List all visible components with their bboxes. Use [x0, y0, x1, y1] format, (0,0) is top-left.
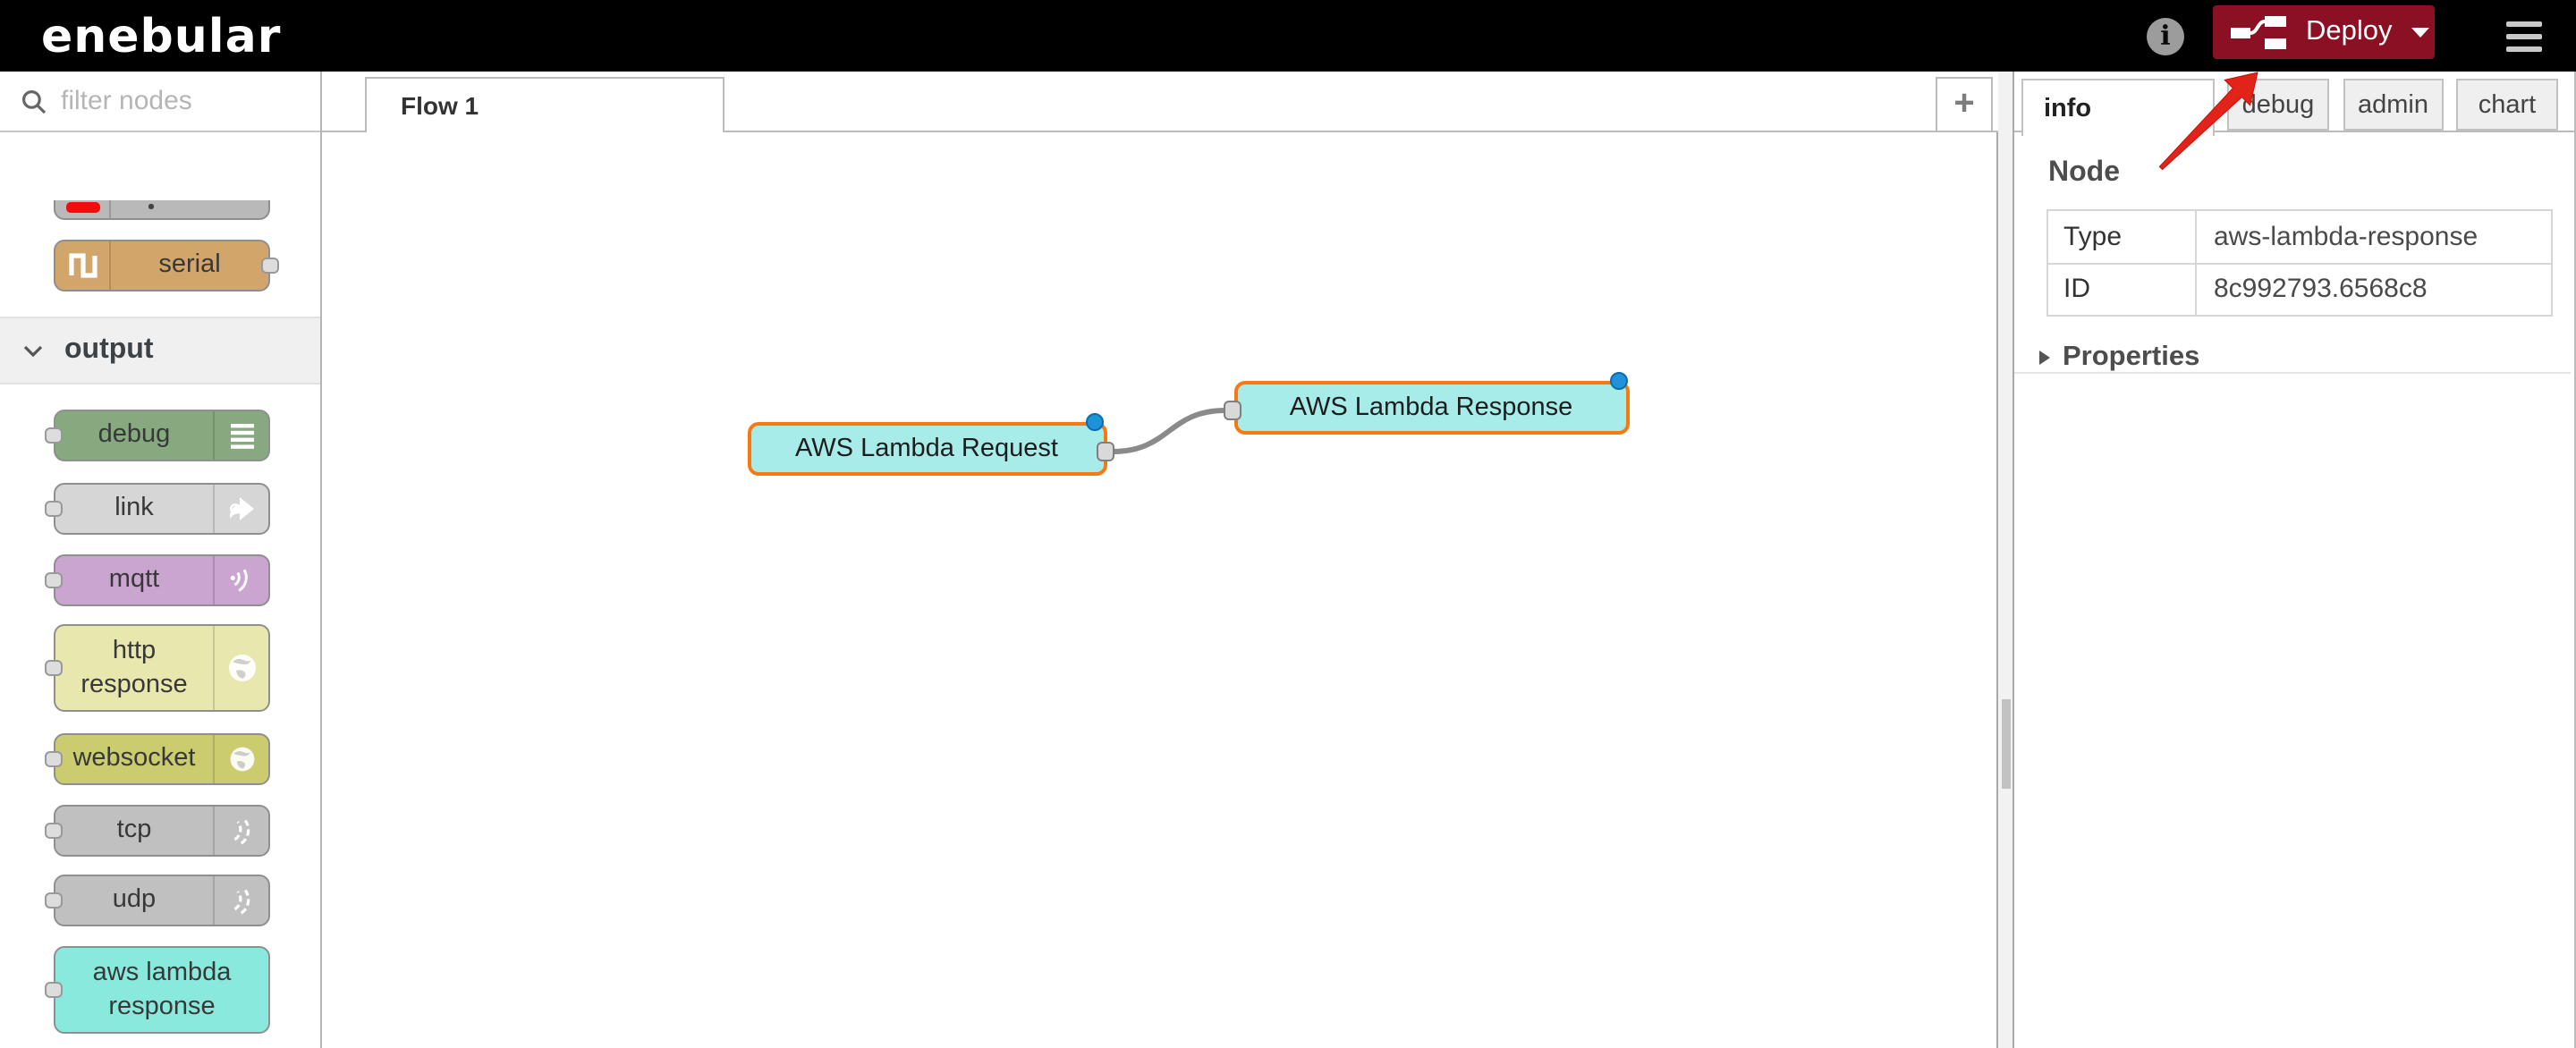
add-flow-button[interactable]: +: [1936, 77, 1993, 132]
node-label: http response: [80, 637, 188, 698]
info-sidebar: info debug admin chart Node Type aws-lam…: [2014, 72, 2576, 1048]
antenna-icon: [213, 556, 268, 604]
node-port-left[interactable]: [45, 981, 63, 997]
palette-search: [0, 72, 320, 132]
palette-node-link[interactable]: link: [45, 483, 270, 535]
signal-icon: [213, 876, 268, 925]
category-label: output: [64, 334, 154, 365]
node-label: tcp: [116, 816, 152, 845]
signal-icon: [213, 807, 268, 855]
node-label: aws lambda response: [92, 959, 232, 1020]
table-row: ID 8c992793.6568c8: [2047, 264, 2550, 317]
node-label: serial: [158, 250, 221, 280]
properties-toggle[interactable]: Properties: [2014, 342, 2571, 374]
node-port-left[interactable]: [45, 750, 63, 766]
output-port[interactable]: [1096, 442, 1114, 461]
scrollbar-thumb[interactable]: [2002, 699, 2010, 789]
flow-tab-bar: Flow 1 +: [322, 72, 1998, 132]
node-section-title: Node: [2048, 157, 2120, 188]
row-label: ID: [2047, 264, 2196, 315]
deploy-button[interactable]: Deploy: [2213, 5, 2435, 59]
palette-node-http-response[interactable]: http response: [45, 624, 270, 712]
tab-info[interactable]: info: [2021, 79, 2215, 136]
flow-tab-label: Flow 1: [401, 91, 479, 120]
panel-splitter[interactable]: [1996, 72, 2014, 1048]
app-header: enebular i Deploy: [0, 0, 2576, 72]
triangle-right-icon: [2039, 351, 2050, 365]
palette-node-debug[interactable]: debug: [45, 410, 270, 461]
deploy-label: Deploy: [2306, 16, 2393, 46]
node-port-left[interactable]: [45, 500, 63, 516]
sidebar-tab-bar: info debug admin chart: [2014, 72, 2576, 136]
palette-node-aws-lambda-response[interactable]: aws lambda response: [45, 946, 270, 1034]
palette-node-tcp[interactable]: tcp: [45, 805, 270, 857]
node-label: link: [114, 494, 154, 523]
node-port-left[interactable]: [45, 892, 63, 908]
node-label: websocket: [72, 744, 196, 773]
changed-marker: [1086, 413, 1104, 431]
input-port[interactable]: [1224, 401, 1241, 420]
enebular-logo: enebular: [41, 11, 282, 64]
node-label: AWS Lambda Response: [1289, 393, 1573, 422]
node-label: debug: [97, 420, 171, 450]
square-wave-icon: [55, 241, 111, 290]
search-icon: [21, 89, 47, 114]
node-port-left[interactable]: [45, 427, 63, 443]
palette-node-websocket[interactable]: websocket: [45, 733, 270, 785]
table-row: Type aws-lambda-response: [2047, 211, 2550, 264]
menu-icon[interactable]: [2506, 21, 2542, 52]
canvas-node-aws-lambda-response[interactable]: AWS Lambda Response: [1233, 381, 1629, 435]
list-icon: [213, 411, 268, 460]
node-port-right[interactable]: [261, 257, 279, 273]
globe-icon: [213, 735, 268, 783]
node-port-left[interactable]: [45, 822, 63, 838]
row-value: 8c992793.6568c8: [2214, 274, 2428, 305]
flow-canvas[interactable]: [322, 132, 1998, 1048]
node-palette: serial output debug link: [0, 72, 322, 1048]
node-label: AWS Lambda Request: [795, 435, 1058, 463]
info-circle-icon[interactable]: i: [2147, 18, 2184, 55]
canvas-node-aws-lambda-request[interactable]: AWS Lambda Request: [747, 422, 1106, 476]
globe-icon: [213, 626, 268, 710]
palette-node-udp[interactable]: udp: [45, 875, 270, 926]
tab-debug[interactable]: debug: [2227, 79, 2329, 131]
palette-node-serial[interactable]: serial: [54, 240, 279, 292]
tab-flow-1[interactable]: Flow 1: [365, 77, 724, 132]
caret-down-icon[interactable]: [2411, 25, 2432, 39]
node-port-left[interactable]: [45, 659, 63, 675]
link-out-icon: [213, 485, 268, 533]
node-info-table: Type aws-lambda-response ID 8c992793.656…: [2046, 209, 2552, 317]
palette-node-partial[interactable]: [54, 200, 270, 220]
changed-marker: [1610, 371, 1628, 389]
node-label: mqtt: [108, 565, 160, 595]
row-label: Type: [2047, 211, 2196, 262]
tab-admin[interactable]: admin: [2343, 79, 2444, 131]
chevron-down-icon: [23, 344, 43, 357]
red-fragment-icon: [66, 202, 100, 213]
deploy-flow-icon: [2231, 16, 2286, 49]
palette-node-mqtt[interactable]: mqtt: [45, 554, 270, 606]
node-port-left[interactable]: [45, 571, 63, 587]
filter-nodes-input[interactable]: [57, 84, 297, 118]
node-label: udp: [112, 885, 157, 915]
tab-chart[interactable]: chart: [2456, 79, 2558, 131]
row-value: aws-lambda-response: [2214, 221, 2479, 252]
category-output[interactable]: output: [0, 317, 320, 385]
